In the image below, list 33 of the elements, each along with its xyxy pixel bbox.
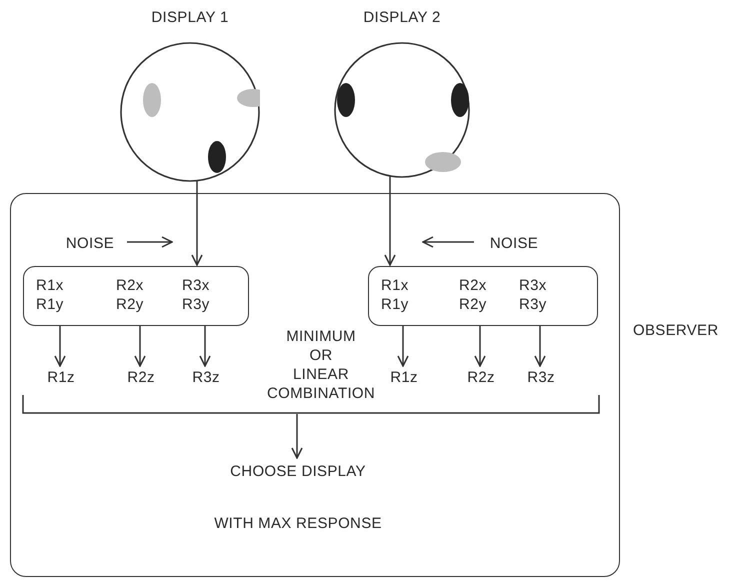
response-label: R3z [527, 368, 555, 386]
arrow [397, 325, 409, 367]
arrow [474, 325, 486, 367]
combination-note: MINIMUM OR LINEAR COMBINATION [266, 327, 376, 403]
observer-label: OBSERVER [633, 322, 718, 339]
response-label: R2z [127, 368, 155, 386]
arrow [291, 414, 303, 459]
arrow [191, 180, 203, 266]
decision-text: WITH MAX RESPONSE [214, 515, 382, 532]
decision-text: CHOOSE DISPLAY [230, 463, 366, 480]
arrow [534, 325, 546, 367]
display-title: DISPLAY 1 [151, 9, 229, 26]
response-label: R2x R2y [116, 276, 145, 314]
response-label: R3x R3y [182, 276, 211, 314]
noise-label: NOISE [66, 234, 114, 252]
arrow [422, 236, 474, 248]
response-label: R1z [390, 368, 418, 386]
arrow [127, 236, 173, 248]
response-label: R3z [192, 368, 220, 386]
receptor-box [368, 266, 598, 326]
response-label: R1z [47, 368, 75, 386]
response-label: R3x R3y [519, 276, 548, 314]
receptor-box [23, 266, 249, 326]
noise-label: NOISE [490, 234, 538, 252]
display-title: DISPLAY 2 [363, 9, 441, 26]
arrow [134, 325, 146, 367]
response-label: R1x R1y [36, 276, 65, 314]
arrow [199, 325, 211, 367]
response-label: R2x R2y [459, 276, 488, 314]
response-label: R1x R1y [381, 276, 410, 314]
response-label: R2z [467, 368, 495, 386]
arrow [54, 325, 66, 367]
arrow [384, 176, 396, 266]
